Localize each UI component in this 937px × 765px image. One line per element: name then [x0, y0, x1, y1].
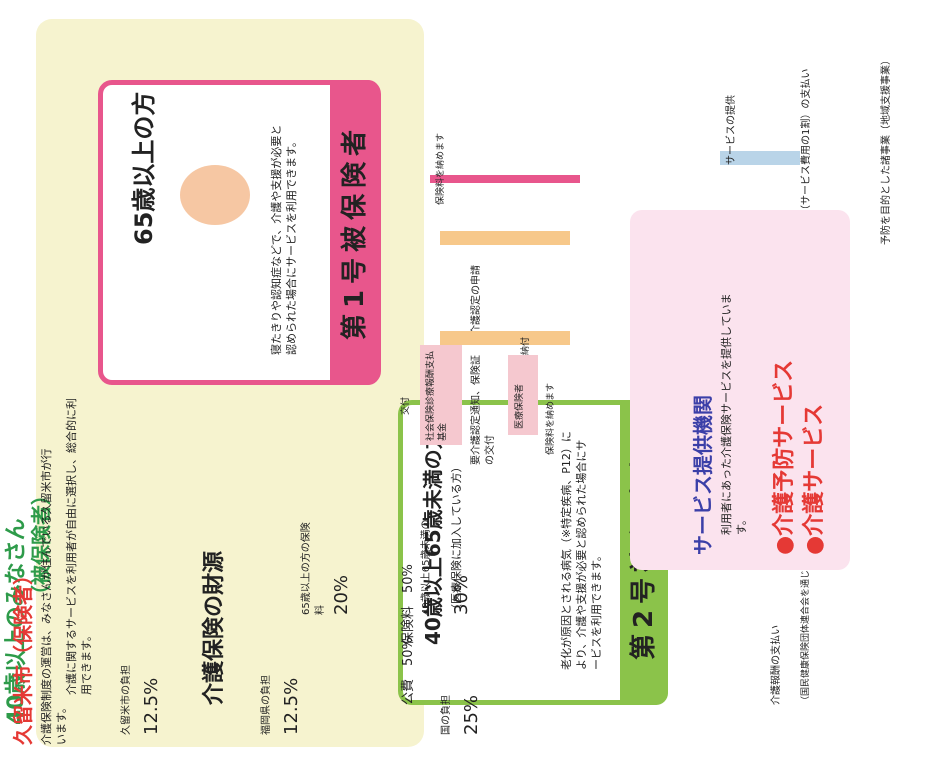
insured-1-label: 第1号被保険者 [340, 123, 370, 340]
finance-public-label: 公費 50% [401, 637, 416, 705]
finance-insurance-label: 保険料 50% [401, 564, 416, 645]
seg-0-label: 65歳以上の方の保険料 [301, 522, 326, 615]
seg-1-label: 40歳以上65歳未満の [421, 519, 432, 615]
seg-4-value: 25% [461, 694, 482, 735]
seg-4-label: 国の負担 [441, 695, 452, 735]
person-icon [180, 165, 250, 225]
medical-insurer: 医療保険者 [515, 383, 525, 429]
finance-title: 介護保険の財源 [202, 550, 227, 705]
city-description: 介護保険制度の運営は、みなさんが住んでいる久留米市が行います。 [40, 448, 68, 745]
premium-arrow-pink [430, 175, 580, 183]
service-provision: サービスの提供 [726, 95, 737, 165]
provider-item-1: ●介護予防サービス [772, 359, 797, 555]
provider-description: 利用者にあった介護保険サービスを提供しています。 [720, 293, 748, 535]
payment-label: 納付 [521, 336, 531, 355]
seg-2-label: 久留米市の負担 [121, 665, 132, 735]
insured-1-description: 寝たきりや認知症などで、介護や支援が必要と認められた場合にサービスを利用できます… [270, 124, 298, 355]
premium-pay-1: 保険料を納めます [436, 132, 446, 205]
seg-1-value: 30% [451, 574, 472, 615]
seg-2-value: 12.5% [141, 677, 162, 735]
application-label: 要介護認定の申請 [471, 265, 482, 345]
seg-3-value: 12.5% [281, 677, 302, 735]
prevention: 予防を目的とした諸事業（地域支援事業） [881, 55, 892, 245]
city-title: 久留米市（保険者） [11, 565, 35, 745]
seg-0-value: 20% [331, 574, 352, 615]
provider-title: サービス提供機関 [691, 395, 715, 555]
application-arrow [440, 231, 570, 245]
seg-3-label: 福岡県の負担 [261, 675, 272, 735]
provider-item-2: ●介護サービス [802, 403, 827, 555]
grant-label: 交付 [401, 396, 411, 415]
insured-1-heading: 65歳以上の方 [130, 91, 158, 245]
